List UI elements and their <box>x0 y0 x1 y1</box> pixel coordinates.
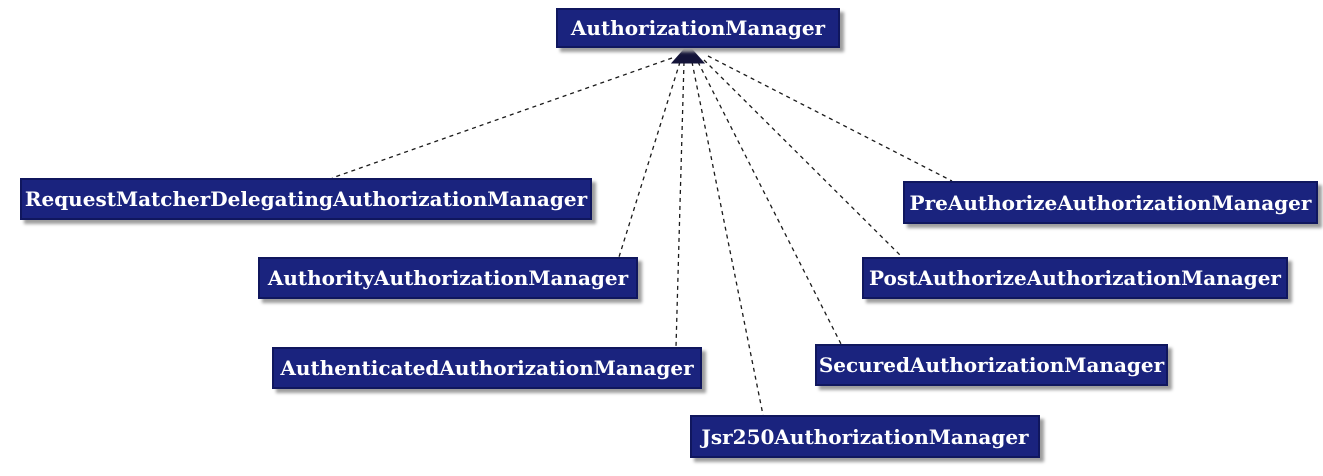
class-node-request-matcher-delegating-authorization-manager: RequestMatcherDelegatingAuthorizationMan… <box>20 178 592 220</box>
implements-arrowhead-icon <box>670 44 706 64</box>
class-node-authority-authorization-manager: AuthorityAuthorizationManager <box>258 257 638 299</box>
edge-authority-to-authorization-manager <box>618 61 681 258</box>
class-node-authenticated-authorization-manager: AuthenticatedAuthorizationManager <box>272 347 702 389</box>
class-node-post-authorize-authorization-manager: PostAuthorizeAuthorizationManager <box>862 257 1288 299</box>
class-node-authorization-manager: AuthorizationManager <box>556 8 840 48</box>
class-node-secured-authorization-manager: SecuredAuthorizationManager <box>815 344 1168 386</box>
edge-pre-authorize-to-authorization-manager <box>707 55 953 182</box>
edge-secured-to-authorization-manager <box>697 61 842 345</box>
class-node-pre-authorize-authorization-manager: PreAuthorizeAuthorizationManager <box>903 181 1318 224</box>
edge-authenticated-to-authorization-manager <box>675 61 685 348</box>
edge-jsr250-to-authorization-manager <box>691 61 764 416</box>
class-node-jsr250-authorization-manager: Jsr250AuthorizationManager <box>690 415 1040 458</box>
edge-post-authorize-to-authorization-manager <box>703 59 903 258</box>
edge-request-matcher-delegating-to-authorization-manager <box>331 57 673 179</box>
